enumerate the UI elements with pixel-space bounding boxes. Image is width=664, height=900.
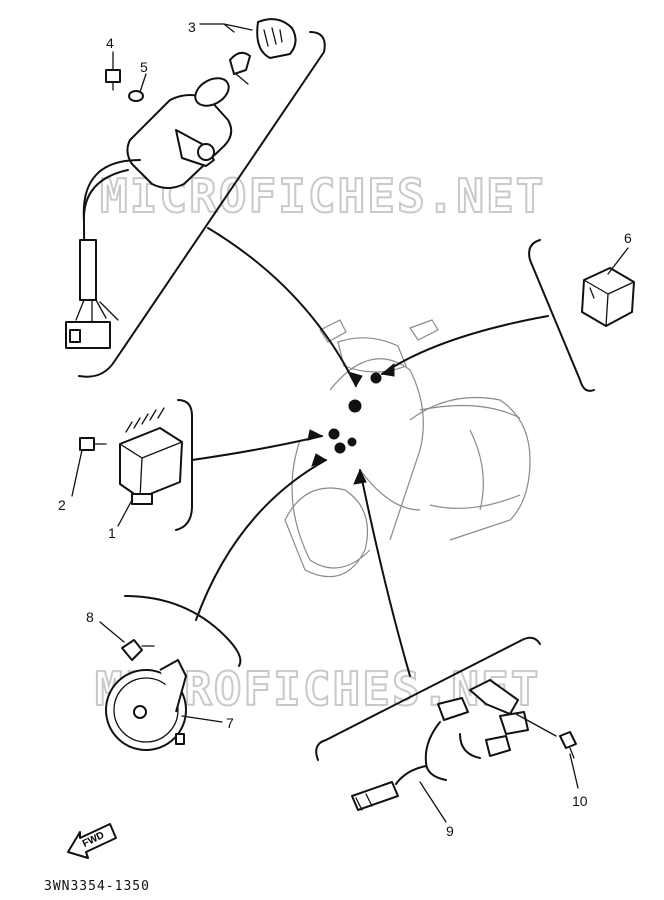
arrowhead-harness [353, 468, 367, 485]
callout-8: 8 [86, 609, 94, 625]
callout-10: 10 [572, 793, 588, 809]
frame-main-switch [78, 31, 326, 378]
callout-5: 5 [140, 59, 148, 75]
leader-harness [359, 469, 411, 677]
main-switch-cable [65, 159, 141, 349]
leader-rectifier [191, 435, 323, 461]
scooter-outline [284, 319, 531, 578]
callout-leaders [71, 51, 629, 823]
bolt-2 [79, 437, 107, 451]
frame-relay [528, 239, 595, 392]
main-switch-assembly [126, 18, 297, 189]
rectifier-1 [119, 407, 183, 505]
arrowhead-switch [346, 371, 363, 387]
frame-horn [124, 595, 242, 667]
horn-7 [105, 659, 187, 751]
leader-horn [195, 459, 327, 621]
callout-4: 4 [106, 35, 114, 51]
arrowhead-horn [311, 453, 328, 467]
relay-6 [581, 267, 635, 327]
mount-points [328, 372, 382, 454]
callout-3: 3 [188, 19, 196, 35]
arrowhead-relay [380, 362, 395, 377]
callout-7: 7 [226, 715, 234, 731]
bolt-4 [105, 69, 121, 91]
leader-switch [207, 227, 357, 387]
callout-2: 2 [58, 497, 66, 513]
bolt-10 [559, 731, 577, 759]
frame-harness [315, 636, 541, 761]
wire-harness-9 [351, 679, 529, 811]
callout-9: 9 [446, 823, 454, 839]
callout-6: 6 [624, 230, 632, 246]
fwd-arrow: FWD [67, 823, 117, 859]
washer-5 [128, 90, 144, 102]
callout-1: 1 [108, 525, 116, 541]
leader-relay [381, 315, 549, 375]
arrowhead-rectifier [307, 429, 324, 441]
diagram-code: 3WN3354-1350 [44, 879, 150, 894]
bolt-8 [121, 639, 155, 661]
